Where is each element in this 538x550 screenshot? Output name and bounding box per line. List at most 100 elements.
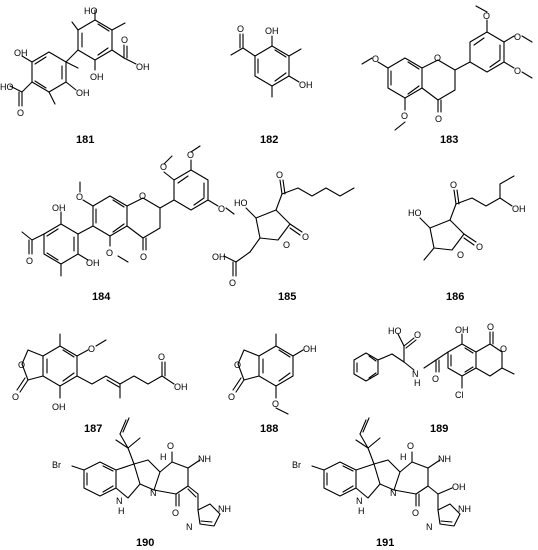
structure-189: HO O N H O OH Cl O O 189 — [353, 322, 515, 435]
atom-label: H — [414, 378, 421, 388]
atom-label: O — [76, 192, 83, 202]
atom-label: O — [167, 441, 174, 451]
atom-label: O — [88, 344, 95, 354]
atom-label: O — [237, 24, 244, 34]
atom-label: OH — [52, 402, 66, 412]
atom-label: N — [116, 496, 123, 506]
structure-188: O O OH O 188 — [228, 333, 317, 435]
structure-187: O O O OH O OH 187 — [12, 333, 188, 435]
atom-label: HO — [0, 82, 14, 92]
atom-label: O — [276, 170, 283, 180]
structure-182: O OH OH 182 — [230, 24, 313, 146]
compound-number-188: 188 — [260, 423, 278, 435]
bonds-183 — [361, 5, 533, 131]
atom-label: O — [121, 35, 128, 45]
atom-label: O — [172, 508, 179, 518]
atom-label: O — [435, 114, 442, 124]
bonds-187 — [16, 333, 175, 399]
bonds-190 — [71, 417, 221, 527]
atom-label: Br — [52, 460, 61, 470]
structure-186: O O O HO OH 186 — [408, 175, 526, 303]
atom-label: OH — [76, 88, 90, 98]
atom-label: O — [412, 508, 419, 518]
structure-181: HO OH O OH OH OH O HO 181 — [0, 6, 150, 146]
atom-label: O — [432, 374, 439, 384]
atom-label: OH — [14, 48, 28, 58]
compound-number-185: 185 — [278, 291, 296, 303]
bonds-184 — [21, 145, 235, 277]
atom-label: OH — [512, 204, 526, 214]
atom-label: OH — [212, 252, 226, 262]
atom-label: N — [356, 496, 363, 506]
atom-label: OH — [136, 62, 150, 72]
atom-label: O — [414, 330, 421, 340]
atom-label: H — [400, 452, 407, 462]
compound-number-191: 191 — [376, 537, 394, 549]
atom-label: O — [401, 111, 408, 121]
atom-label: O — [283, 240, 290, 250]
atom-label: O — [514, 32, 521, 42]
atom-label: O — [228, 392, 235, 402]
atom-label: HO — [84, 6, 98, 16]
atom-label: O — [434, 53, 441, 63]
atom-label: O — [407, 441, 414, 451]
structure-184: O O O O O O O OH OH O 184 — [21, 145, 235, 303]
bonds-185 — [223, 179, 355, 277]
structure-190: Br N H N H O NH O N NH 190 — [52, 417, 231, 549]
compound-number-184: 184 — [92, 291, 111, 303]
atom-label: O — [18, 360, 25, 370]
atom-label: O — [12, 392, 19, 402]
bonds-181 — [9, 9, 137, 107]
atom-label: NH — [198, 454, 211, 464]
atom-label: HO — [234, 198, 248, 208]
compound-number-186: 186 — [446, 291, 464, 303]
atom-label: N — [390, 488, 397, 498]
atom-label: O — [140, 252, 147, 262]
atom-label: N — [150, 488, 157, 498]
compound-number-189: 189 — [430, 423, 448, 435]
atom-label: O — [457, 250, 464, 260]
atom-label: O — [500, 344, 507, 354]
atom-label: Br — [292, 460, 301, 470]
structure-191: Br N H N H O NH O OH N NH 191 — [292, 417, 471, 549]
compound-number-190: 190 — [136, 537, 154, 549]
atom-label: NH — [218, 504, 231, 514]
structure-185: O O O HO O OH 185 — [212, 170, 355, 303]
atom-label: O — [26, 256, 33, 266]
atom-label: Cl — [455, 390, 464, 400]
compound-number-187: 187 — [84, 423, 102, 435]
atom-label: O — [218, 204, 225, 214]
compound-number-182: 182 — [260, 134, 278, 146]
atom-label: N — [426, 522, 433, 532]
structure-183: O O O O O O O 183 — [361, 5, 533, 146]
atom-label: O — [487, 322, 494, 332]
atom-label: O — [483, 11, 490, 21]
bonds-189 — [353, 331, 515, 389]
atom-label: O — [514, 66, 521, 76]
atom-label: OH — [174, 382, 188, 392]
atom-label: O — [158, 352, 165, 362]
atom-label: NH — [458, 504, 471, 514]
atom-label: OH — [265, 26, 279, 36]
bonds-186 — [419, 175, 515, 261]
atom-label: O — [17, 108, 24, 118]
atom-label: H — [118, 506, 125, 516]
atom-label: H — [160, 452, 167, 462]
atom-label: N — [412, 369, 419, 379]
atom-label: O — [187, 150, 194, 160]
atom-label: OH — [452, 482, 466, 492]
atom-label: O — [229, 278, 236, 288]
atom-label: NH — [438, 454, 451, 464]
atom-label: O — [302, 232, 309, 242]
atom-label: O — [160, 162, 167, 172]
compound-number-183: 183 — [440, 134, 458, 146]
compound-number-181: 181 — [76, 134, 94, 146]
bonds-188 — [232, 333, 304, 415]
atom-label: O — [272, 399, 279, 409]
atom-label: O — [139, 191, 146, 201]
atom-label: OH — [52, 203, 66, 213]
atom-label: H — [358, 506, 365, 516]
atom-label: N — [186, 522, 193, 532]
atom-label: O — [234, 360, 241, 370]
